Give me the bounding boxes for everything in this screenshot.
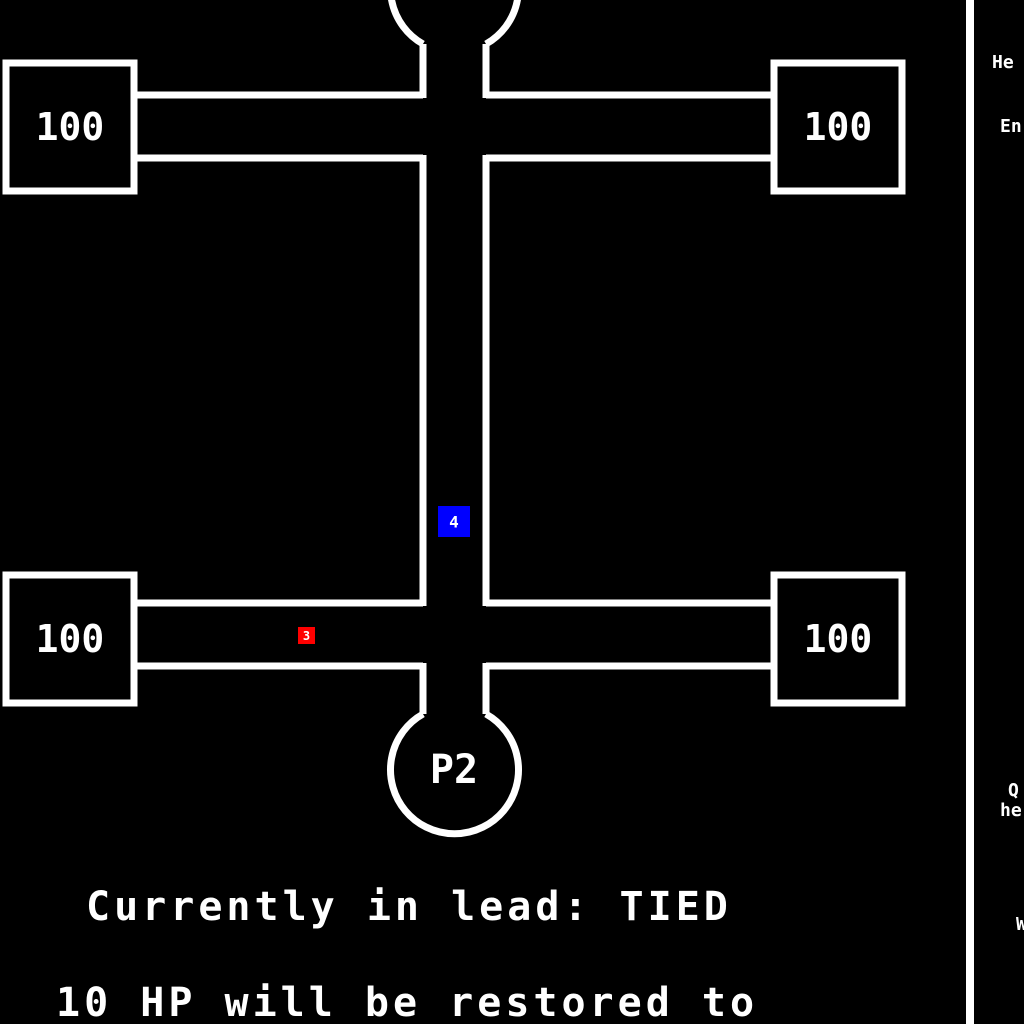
corridor-walls xyxy=(134,42,774,716)
outpost-bottom-right[interactable]: 100 xyxy=(770,571,906,707)
unit-blue[interactable]: 4 xyxy=(438,506,470,537)
sidebar-text-4: he xyxy=(1000,800,1022,821)
base-p2-outline xyxy=(387,710,522,838)
outpost-top-left-frame xyxy=(2,59,138,195)
unit-blue-body xyxy=(438,506,470,537)
sidebar-text-2: En xyxy=(1000,116,1022,137)
outpost-top-left[interactable]: 100 xyxy=(2,59,138,195)
base-p1: P1 xyxy=(388,0,521,48)
base-p2-label: P2 xyxy=(430,747,478,793)
outpost-bottom-left-hp: 100 xyxy=(36,617,105,661)
unit-red-body xyxy=(298,627,315,644)
outpost-top-left-hp: 100 xyxy=(36,105,105,149)
sidebar-text-1: He xyxy=(992,52,1014,73)
outpost-top-right-hp: 100 xyxy=(804,105,873,149)
unit-blue-label: 4 xyxy=(449,513,459,532)
info-sidebar: He En Q he W xyxy=(974,0,1024,1024)
outpost-bottom-right-hp: 100 xyxy=(804,617,873,661)
game-board: P1 P2 100 100 100 100 4 xyxy=(2,0,906,838)
sidebar-text-5: W xyxy=(1016,914,1024,935)
outpost-bottom-left-frame xyxy=(2,571,138,707)
base-p1-label: P1 xyxy=(430,0,478,9)
base-p2: P2 xyxy=(387,710,522,838)
unit-red[interactable]: 3 xyxy=(298,627,315,644)
restore-message: 10 HP will be restored to xyxy=(56,980,759,1024)
sidebar-text-3: Q xyxy=(1008,780,1019,801)
sidebar-divider xyxy=(966,0,974,1024)
lead-status: Currently in lead: TIED xyxy=(86,884,732,930)
unit-red-label: 3 xyxy=(303,629,310,643)
outpost-bottom-left[interactable]: 100 xyxy=(2,571,138,707)
outpost-top-right-frame xyxy=(770,59,906,195)
outpost-top-right[interactable]: 100 xyxy=(770,59,906,195)
outpost-bottom-right-frame xyxy=(770,571,906,707)
base-p1-outline xyxy=(388,0,521,48)
